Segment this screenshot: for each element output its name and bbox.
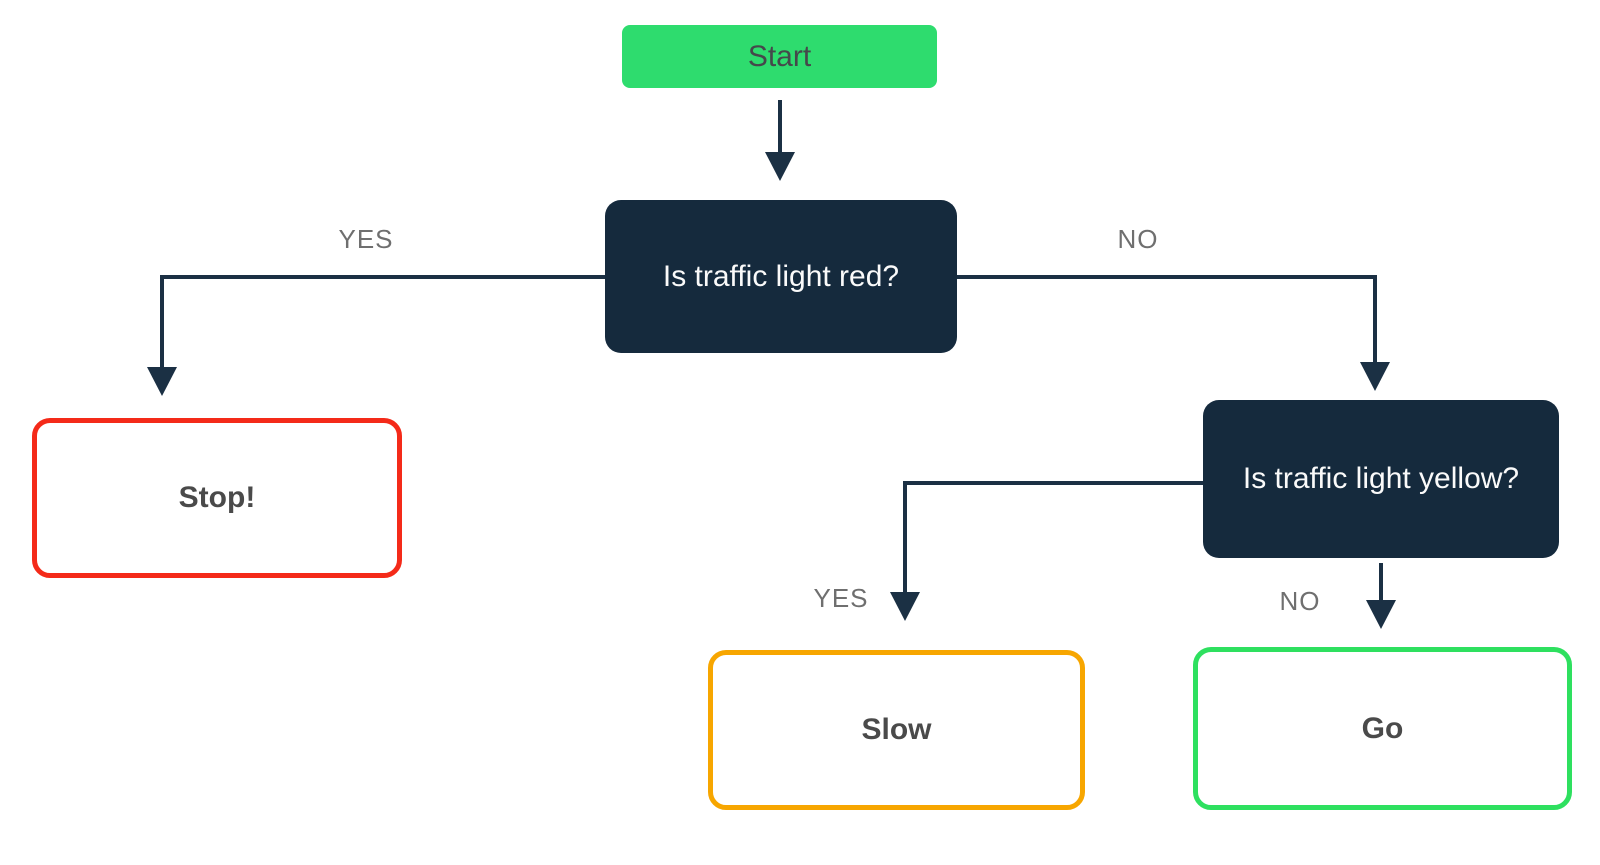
connector-line	[1373, 275, 1377, 362]
arrowhead-down-icon	[1366, 600, 1396, 629]
connector-line	[160, 275, 605, 279]
node-result-slow: Slow	[708, 650, 1085, 810]
node-decision-yellow: Is traffic light yellow?	[1203, 400, 1559, 558]
node-result-stop-label: Stop!	[178, 481, 256, 514]
node-result-stop: Stop!	[32, 418, 402, 578]
edge-label-q1-yes: YES	[338, 224, 394, 254]
connector-line	[778, 100, 782, 152]
node-decision-red: Is traffic light red?	[605, 200, 957, 353]
edge-label-q2-no: NO	[1279, 586, 1321, 616]
arrowhead-down-icon	[1360, 362, 1390, 391]
node-result-slow-label: Slow	[861, 713, 932, 746]
node-start-label: Start	[747, 39, 812, 73]
node-result-go-label: Go	[1361, 711, 1404, 745]
arrowhead-down-icon	[765, 152, 795, 181]
node-decision-yellow-label: Is traffic light yellow?	[1242, 462, 1520, 495]
edge-label-q2-yes: YES	[813, 583, 869, 613]
connector-line	[903, 481, 907, 592]
connector-line	[957, 275, 1377, 279]
node-start: Start	[622, 25, 937, 88]
connector-line	[903, 481, 1203, 485]
arrowhead-down-icon	[147, 367, 177, 396]
edge-label-q1-no: NO	[1117, 224, 1159, 254]
connector-line	[1379, 563, 1383, 600]
node-result-go: Go	[1193, 647, 1572, 810]
arrowhead-down-icon	[890, 592, 920, 621]
node-decision-red-label: Is traffic light red?	[662, 259, 900, 293]
connector-line	[160, 275, 164, 367]
